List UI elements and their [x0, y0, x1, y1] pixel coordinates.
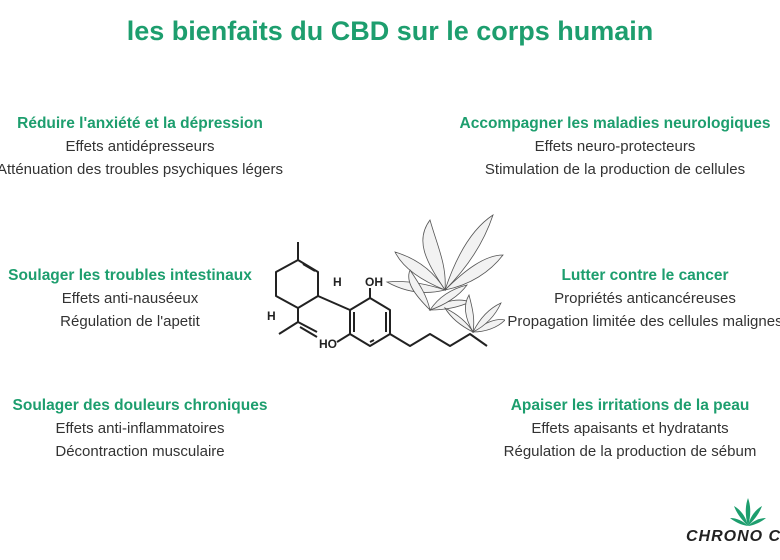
benefit-line: Régulation de l'apetit — [60, 313, 200, 330]
benefit-skin: Apaiser les irritations de la peau Effet… — [420, 395, 780, 463]
benefit-line: Effets antidépresseurs — [65, 138, 215, 155]
benefit-line: Effets apaisants et hydratants — [531, 420, 729, 437]
benefit-cancer: Lutter contre le cancer Propriétés antic… — [435, 265, 780, 333]
benefit-heading: Réduire l'anxiété et la dépression — [17, 115, 263, 132]
benefit-line: Effets anti-inflammatoires — [55, 420, 225, 437]
brand-logo: CHRONO CBD — [686, 498, 780, 560]
hydroxyl-label: HO — [319, 337, 337, 351]
hydrogen-label: H — [333, 275, 342, 289]
cbd-molecule-diagram: H H OH HO — [267, 214, 505, 351]
cannabis-leaf-icon — [730, 498, 766, 526]
brand-logo-text: CHRONO CBD — [686, 528, 780, 545]
benefit-line: Régulation de la production de sébum — [503, 443, 757, 460]
benefit-chronic-pain: Soulager des douleurs chroniques Effets … — [0, 395, 350, 463]
page-title: les bienfaits du CBD sur le corps humain — [126, 16, 654, 46]
benefit-heading: Soulager des douleurs chroniques — [12, 397, 268, 414]
benefit-heading: Accompagner les maladies neurologiques — [459, 115, 771, 132]
benefit-line: Décontraction musculaire — [55, 443, 225, 460]
hydrogen-label: H — [267, 309, 276, 323]
benefit-heading: Soulager les troubles intestinaux — [8, 267, 252, 284]
benefit-heading: Lutter contre le cancer — [561, 267, 729, 284]
benefit-heading: Apaiser les irritations de la peau — [510, 397, 750, 414]
hydroxyl-label: OH — [365, 275, 383, 289]
benefit-neurological: Accompagner les maladies neurologiques E… — [405, 113, 780, 181]
benefit-line: Stimulation de la production de cellules — [484, 161, 746, 178]
benefit-line: Propriétés anticancéreuses — [554, 290, 736, 307]
benefit-line: Propagation limitée des cellules maligne… — [507, 313, 780, 330]
benefit-line: Effets anti-nauséeux — [61, 290, 199, 307]
benefit-intestinal: Soulager les troubles intestinaux Effets… — [0, 265, 340, 333]
benefit-line: Atténuation des troubles psychiques lége… — [0, 161, 283, 178]
benefit-anxiety: Réduire l'anxiété et la dépression Effet… — [0, 113, 350, 181]
cbd-skeletal-formula — [275, 242, 488, 347]
cannabis-leaves-illustration — [385, 214, 505, 334]
benefit-line: Effets neuro-protecteurs — [534, 138, 696, 155]
